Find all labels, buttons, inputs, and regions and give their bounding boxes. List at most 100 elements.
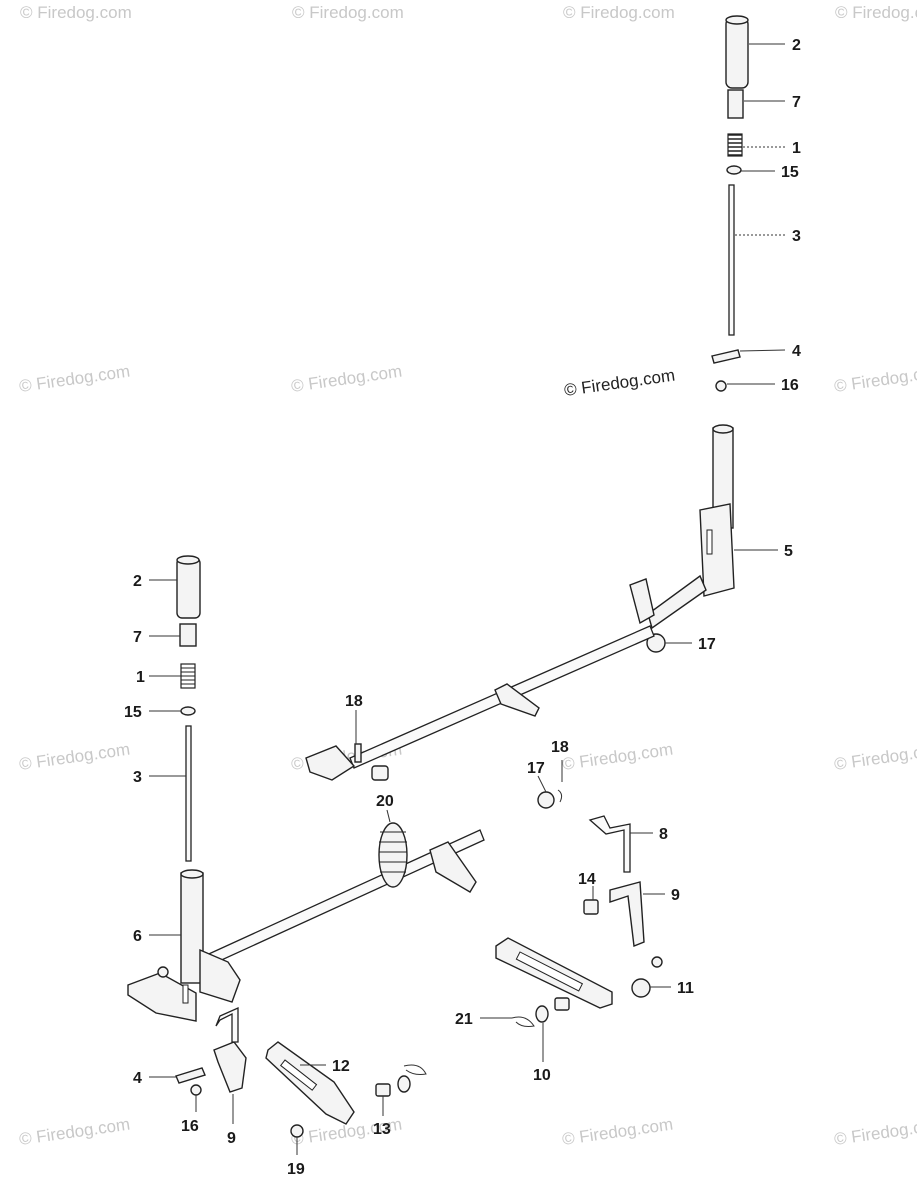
left-control-arm bbox=[213, 1041, 247, 1093]
callout-label: 17 bbox=[698, 636, 716, 653]
left-hairpin bbox=[403, 1064, 427, 1075]
right-link-slot bbox=[515, 951, 584, 992]
right-nut bbox=[715, 380, 727, 392]
left-bracket-bolt bbox=[157, 966, 169, 978]
left-lever-assembly bbox=[127, 555, 427, 1138]
watermark-text: © Firedog.com bbox=[833, 740, 917, 774]
left-lower-nut bbox=[290, 1124, 304, 1138]
right-control-arm bbox=[609, 881, 645, 947]
callout-label: 12 bbox=[332, 1058, 350, 1075]
callout-label: 16 bbox=[181, 1118, 199, 1135]
callout-label: 20 bbox=[376, 793, 394, 810]
watermark-text: © Firedog.com bbox=[835, 3, 917, 22]
callout-label: 6 bbox=[133, 928, 142, 945]
right-washer bbox=[726, 165, 742, 175]
right-link-stud bbox=[554, 997, 570, 1011]
left-lever-tube-top bbox=[180, 869, 204, 879]
callout-labels: 2 7 1 15 3 4 16 5 17 18 18 17 20 8 14 9 … bbox=[124, 37, 801, 1178]
callout-label: 8 bbox=[659, 826, 668, 843]
callout-label: 10 bbox=[533, 1067, 551, 1084]
watermark-text: © Firedog.com bbox=[18, 362, 131, 396]
callout-label: 17 bbox=[527, 760, 545, 777]
right-stud bbox=[583, 899, 599, 915]
callout-label: 11 bbox=[677, 980, 694, 997]
left-pin bbox=[175, 1067, 206, 1084]
right-lever-assembly bbox=[629, 15, 749, 653]
right-spring-outline bbox=[727, 133, 743, 157]
left-spring-coils bbox=[181, 667, 195, 685]
callout-label: 4 bbox=[792, 343, 801, 360]
right-grip-top bbox=[725, 15, 749, 25]
upper-shaft-arm bbox=[494, 683, 540, 717]
callout-label: 18 bbox=[345, 693, 363, 710]
left-link-washer bbox=[397, 1075, 411, 1093]
callout-label: 3 bbox=[792, 228, 801, 245]
callout-label: 18 bbox=[551, 739, 569, 756]
left-grip bbox=[176, 557, 201, 619]
right-rod bbox=[728, 184, 735, 336]
callout-label: 21 bbox=[455, 1011, 473, 1028]
right-linkage bbox=[495, 815, 663, 1027]
left-nut bbox=[190, 1084, 202, 1096]
watermark-text: © Firedog.com bbox=[833, 362, 917, 396]
watermark-text: © Firedog.com bbox=[563, 3, 675, 22]
right-bushing bbox=[727, 89, 744, 119]
callout-label: 13 bbox=[373, 1121, 391, 1138]
watermark-text: © Firedog.com bbox=[833, 1115, 917, 1149]
right-lever-arm bbox=[647, 574, 707, 630]
left-link-slot bbox=[279, 1059, 318, 1091]
callout-label: 9 bbox=[227, 1130, 236, 1147]
callout-label: 14 bbox=[578, 871, 596, 888]
watermark-text: © Firedog.com bbox=[292, 3, 404, 22]
callout-label: 7 bbox=[133, 629, 142, 646]
watermark-main: © Firedog.com bbox=[563, 366, 676, 400]
right-link-washer bbox=[535, 1005, 549, 1023]
right-hairpin bbox=[511, 1016, 535, 1027]
right-bracket-slot bbox=[706, 529, 713, 555]
left-rod bbox=[185, 725, 192, 862]
callout-label: 1 bbox=[792, 140, 801, 157]
callout-label: 19 bbox=[287, 1161, 305, 1178]
callout-label: 7 bbox=[792, 94, 801, 111]
left-bushing bbox=[179, 623, 197, 647]
center-spring-coils bbox=[379, 831, 407, 873]
left-grip-top bbox=[176, 555, 200, 565]
callout-label: 3 bbox=[133, 769, 142, 786]
right-grip bbox=[725, 17, 749, 89]
left-link-stud bbox=[375, 1083, 391, 1097]
upper-shaft-bushing bbox=[371, 765, 389, 781]
watermark-text: © Firedog.com bbox=[561, 740, 674, 774]
callout-label: 5 bbox=[784, 543, 793, 560]
right-lever-tube-top bbox=[712, 424, 734, 434]
callout-label: 2 bbox=[133, 573, 142, 590]
callout-label: 1 bbox=[136, 669, 145, 686]
upper-shaft-end-plate bbox=[305, 745, 356, 781]
upper-shaft-clip bbox=[354, 743, 362, 763]
watermark-text: © Firedog.com bbox=[18, 740, 131, 774]
watermark-text: © Firedog.com bbox=[290, 362, 403, 396]
watermark-text: © Firedog.com bbox=[20, 3, 132, 22]
callout-label: 9 bbox=[671, 887, 680, 904]
left-washer bbox=[180, 706, 196, 716]
callout-label: 16 bbox=[781, 377, 799, 394]
right-lever-plate bbox=[629, 578, 655, 625]
left-bracket-side bbox=[199, 948, 241, 1003]
lower-shaft-arm bbox=[429, 841, 477, 893]
leader-lines bbox=[149, 43, 786, 1155]
right-lever-bracket bbox=[699, 503, 735, 597]
callout-label: 15 bbox=[781, 164, 799, 181]
cross-shafts bbox=[199, 625, 655, 969]
right-link-nut bbox=[631, 978, 651, 998]
right-bent-rod bbox=[588, 815, 631, 873]
callout-label: 2 bbox=[792, 37, 801, 54]
center-clip bbox=[557, 789, 563, 803]
watermark-text: © Firedog.com bbox=[18, 1115, 131, 1149]
left-bracket-slot bbox=[182, 984, 189, 1004]
callout-label: 4 bbox=[133, 1070, 142, 1087]
center-nut bbox=[537, 791, 555, 809]
left-arm-rod bbox=[215, 1006, 239, 1043]
watermark-text: © Firedog.com bbox=[561, 1115, 674, 1149]
center-spring bbox=[378, 822, 408, 888]
callout-label: 15 bbox=[124, 704, 142, 721]
